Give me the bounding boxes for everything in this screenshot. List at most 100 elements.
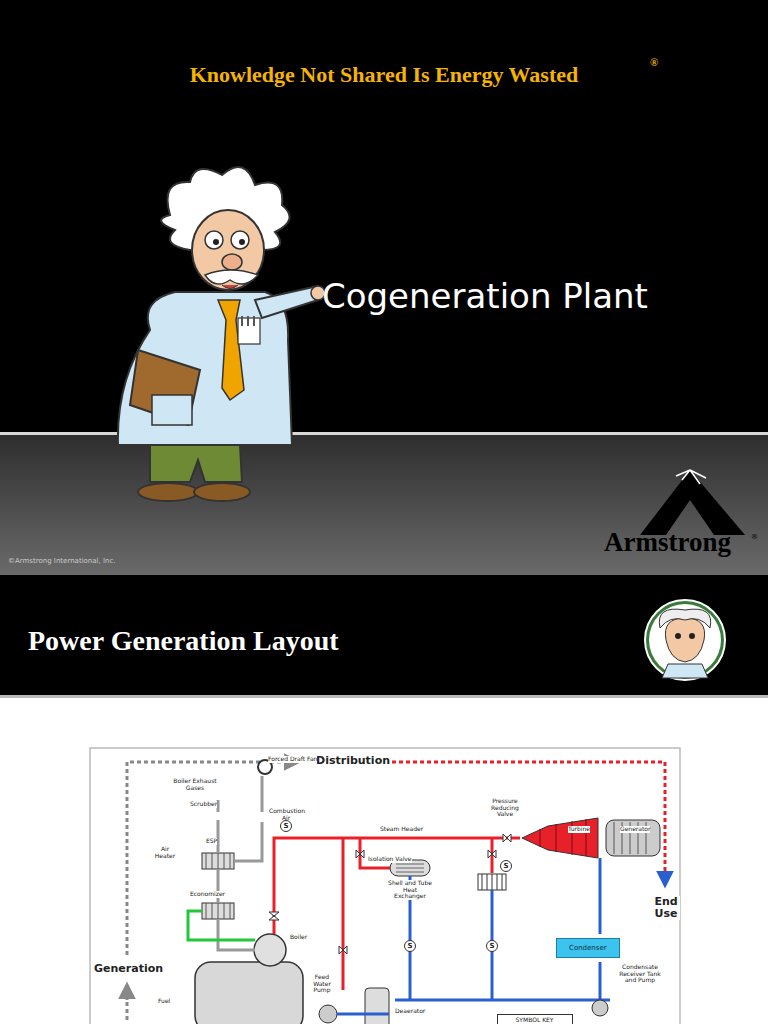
valves xyxy=(339,946,347,954)
heat-exchangers xyxy=(396,864,424,872)
scientist-cartoon xyxy=(130,350,200,425)
part-label: Forced Draft Fan xyxy=(268,756,317,763)
boiler-equipment xyxy=(254,934,286,966)
part-label: Pressure Reducing Valve xyxy=(485,798,525,818)
diagram-frame xyxy=(90,748,680,1024)
valves xyxy=(488,850,496,858)
part-label: Turbine xyxy=(568,826,590,833)
condensate-lines xyxy=(337,1013,389,1016)
valves xyxy=(269,834,511,954)
flow-arrows xyxy=(126,985,129,1000)
boiler-equipment xyxy=(319,1005,337,1023)
steam-trap-symbol: S xyxy=(404,940,416,952)
scientist-avatar xyxy=(665,618,704,662)
boiler-equipment xyxy=(195,962,303,1024)
turbine-generator xyxy=(606,820,660,856)
flow-arrows xyxy=(392,762,665,885)
steam-lines xyxy=(274,838,520,934)
symbol-key-box: SYMBOL KEY xyxy=(497,1014,573,1024)
flue-gas-duct xyxy=(218,776,262,950)
section-heading: Power Generation Layout xyxy=(28,626,339,657)
node-text: S xyxy=(503,863,508,870)
scientist-avatar xyxy=(675,633,681,639)
equipment-box: Condenser xyxy=(556,938,620,958)
condensate-lines xyxy=(599,962,602,1000)
part-label: Generator xyxy=(620,826,650,833)
scientist-cartoon xyxy=(218,300,244,400)
armstrong-logo xyxy=(640,470,745,535)
steam-trap-symbol: S xyxy=(500,860,512,872)
condensate-lines xyxy=(337,858,610,1014)
scientist-avatar xyxy=(689,633,695,639)
part-label: Scrubber xyxy=(190,801,217,808)
boiler-equipment xyxy=(365,988,389,1024)
scientist-cartoon xyxy=(194,483,250,501)
scientist-cartoon xyxy=(205,231,223,249)
part-label: Steam Header xyxy=(380,826,423,833)
copyright-note: ©Armstrong International, Inc. xyxy=(8,558,116,566)
node-text: SYMBOL KEY xyxy=(516,1016,554,1023)
scientist-cartoon xyxy=(205,270,258,284)
part-label: ESP xyxy=(206,838,217,845)
scientist-cartoon xyxy=(242,316,254,326)
slide-background xyxy=(0,575,768,695)
condensate-lines xyxy=(599,858,602,934)
condensate-lines xyxy=(395,999,610,1002)
slide-background xyxy=(0,432,768,435)
scientist-cartoon xyxy=(118,167,325,501)
diagram-frame xyxy=(90,748,680,1024)
scientist-avatar xyxy=(645,600,725,680)
scientist-cartoon xyxy=(222,285,238,289)
brand-name: Armstrong xyxy=(604,528,731,558)
scientist-cartoon xyxy=(255,286,318,318)
scientist-cartoon xyxy=(150,445,242,482)
node-text: S xyxy=(407,943,412,950)
slide-background xyxy=(0,695,768,698)
slide-background xyxy=(0,435,768,575)
part-label: Isolation Valve xyxy=(368,856,412,863)
condensate-pump xyxy=(592,1000,608,1016)
registered-mark: ® xyxy=(650,56,658,68)
feedwater-line xyxy=(188,911,255,940)
part-label: Boiler xyxy=(290,934,307,941)
turbine-generator xyxy=(522,818,598,858)
steam-trap-symbol: S xyxy=(486,940,498,952)
scientist-cartoon xyxy=(231,231,249,249)
armstrong-logo xyxy=(676,470,706,484)
part-label: Economizer xyxy=(190,891,225,898)
armstrong-logo xyxy=(640,470,745,535)
scientist-avatar xyxy=(662,664,708,678)
steam-trap-symbol: S xyxy=(280,820,292,832)
slide-background xyxy=(0,0,768,432)
part-label: Shell and Tube Heat Exchanger xyxy=(388,880,432,900)
scientist-cartoon xyxy=(222,254,242,270)
valves xyxy=(356,850,364,858)
steam-lines xyxy=(274,838,520,990)
scientist-cartoon xyxy=(213,239,219,245)
scientist-avatar xyxy=(659,609,710,628)
scientist-avatar xyxy=(645,600,725,680)
scientist-cartoon xyxy=(152,395,192,425)
turbine-generator xyxy=(540,819,586,856)
feedwater-line xyxy=(188,911,255,940)
valves xyxy=(269,912,279,920)
part-label: Deaerator xyxy=(395,1008,425,1015)
slide-heading: Cogeneration Plant xyxy=(322,278,648,315)
scientist-cartoon xyxy=(192,210,264,290)
flow-label: Generation xyxy=(94,963,163,975)
heat-exchangers xyxy=(482,874,502,890)
flow-arrows xyxy=(127,762,298,955)
node-text: Condenser xyxy=(569,944,607,952)
flue-gas-duct xyxy=(234,776,262,861)
steam-lines xyxy=(342,838,345,990)
condensate-pump xyxy=(592,1000,608,1016)
part-label: Boiler Exhaust Gases xyxy=(172,778,218,791)
part-label: Air Heater xyxy=(151,846,179,859)
scientist-cartoon xyxy=(239,239,245,245)
part-label: Condensate Receiver Tank and Pump xyxy=(615,964,665,984)
node-text: S xyxy=(283,823,288,830)
registered-mark: ® xyxy=(751,534,758,542)
slide-background xyxy=(0,0,768,698)
scientist-cartoon xyxy=(138,483,198,501)
